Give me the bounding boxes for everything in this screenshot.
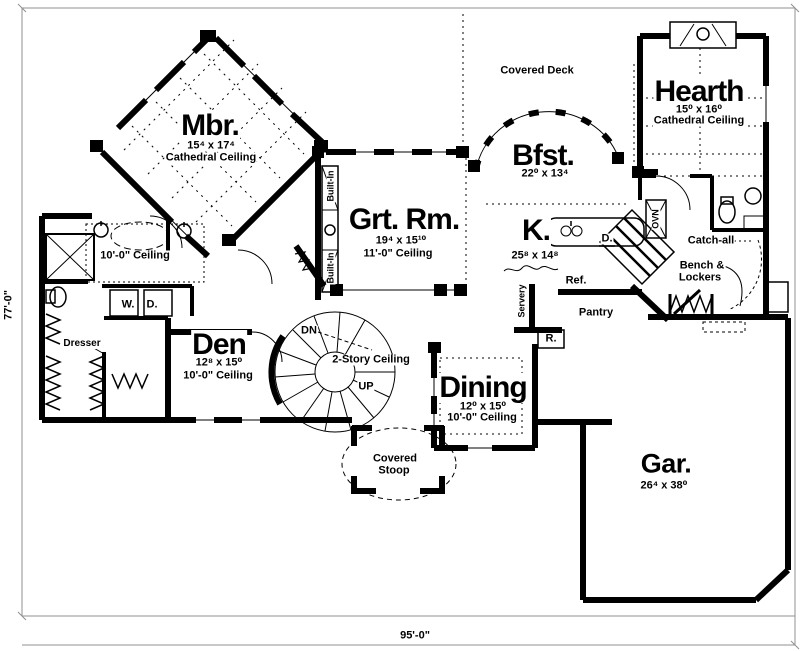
washer-icon: [109, 289, 139, 317]
room-name-hearth: Hearth: [653, 75, 745, 108]
room-dims-kitchen: 25⁸ x 14⁸: [510, 249, 560, 262]
label-pantry: Pantry: [577, 306, 615, 319]
window-seat: [767, 281, 789, 313]
dimension-lines: [17, 3, 800, 650]
room-ceiling-mbr: Cathedral Ceiling: [164, 151, 258, 164]
stoop-walls: [341, 425, 457, 501]
label-built-in-lower: Built-In: [325, 251, 336, 285]
dimension-overall-depth: 77'-0": [2, 289, 15, 321]
label-built-in-upper: Built-In: [325, 169, 336, 203]
label-bench-line1: Bench &: [678, 259, 726, 272]
label-hall-ceiling: 10'-0" Ceiling: [99, 249, 171, 262]
label-dishwasher: D.: [600, 232, 614, 245]
room-dims-mbr: 15⁴ x 17⁴: [186, 139, 236, 152]
room-dims-hearth: 15⁰ x 16⁰: [674, 103, 724, 116]
spiral-staircase-icon: [268, 311, 396, 433]
closet-hangers: [44, 313, 149, 411]
dryer-icon: [143, 289, 173, 317]
kitchen-walls: [503, 217, 645, 349]
label-range: R.: [544, 332, 558, 345]
label-dresser: Dresser: [62, 338, 102, 349]
left-wing-walls: [39, 213, 352, 423]
label-stair-down: DN: [300, 324, 318, 337]
basement-stairs: [598, 208, 676, 286]
range-icon: [537, 329, 565, 349]
label-bench-line2: Lockers: [677, 271, 723, 284]
grt-rm-walls: [293, 146, 469, 300]
label-covered-deck: Covered Deck: [499, 64, 575, 77]
room-name-dining: Dining: [438, 371, 528, 404]
label-two-story-ceiling: 2-Story Ceiling: [331, 353, 411, 366]
master-bath-fixtures: [45, 221, 205, 317]
shower-icon: [45, 233, 95, 281]
label-servery: Servery: [516, 283, 527, 319]
label-dryer: D.: [145, 298, 159, 311]
room-name-mbr: Mbr.: [180, 109, 240, 142]
hearth-walls: [632, 21, 769, 178]
room-dims-dining: 12⁰ x 15⁰: [458, 400, 508, 413]
room-ceiling-grt-rm: 11'-0" Ceiling: [362, 247, 434, 260]
garage-walls: [538, 318, 791, 603]
label-refrigerator: Ref.: [564, 274, 588, 287]
room-dims-den: 12⁸ x 15⁰: [194, 356, 244, 369]
sink-icon: [744, 187, 762, 205]
room-name-den: Den: [191, 328, 247, 361]
room-name-bfst: Bfst.: [511, 139, 575, 172]
tub-icon: [110, 221, 170, 251]
label-stair-up: UP: [357, 380, 375, 393]
island-sink-icon: [571, 225, 583, 237]
deck-and-bfst: [462, 14, 635, 205]
label-stoop-line1: Covered: [371, 452, 419, 465]
toilet-icon: [718, 200, 736, 224]
label-washer: W.: [120, 298, 136, 311]
lockers-icon: [668, 293, 714, 315]
room-dims-grt-rm: 19⁴ x 15¹⁰: [374, 234, 428, 247]
toilet-icon: [49, 286, 67, 308]
label-stoop-line2: Stoop: [377, 464, 411, 477]
label-catch-all: Catch-all: [686, 234, 736, 247]
dimension-overall-width: 95'-0": [399, 629, 431, 642]
room-dims-garage: 26⁴ x 38⁰: [639, 479, 689, 492]
island-sink-icon: [560, 225, 572, 237]
fireplace-icon: [321, 165, 339, 293]
room-name-kitchen: K.: [521, 214, 551, 247]
room-ceiling-den: 10'-0" Ceiling: [182, 369, 254, 382]
room-ceiling-dining: 10'-0" Ceiling: [446, 411, 518, 424]
hearth-fireplace-icon: [669, 21, 737, 49]
room-ceiling-hearth: Cathedral Ceiling: [652, 114, 746, 127]
room-dims-bfst: 22⁰ x 13⁴: [520, 167, 570, 180]
catch-all-walls: [598, 172, 789, 333]
room-name-grt-rm: Grt. Rm.: [347, 203, 460, 236]
label-oven: OVN: [650, 208, 661, 230]
room-name-garage: Gar.: [639, 448, 693, 479]
